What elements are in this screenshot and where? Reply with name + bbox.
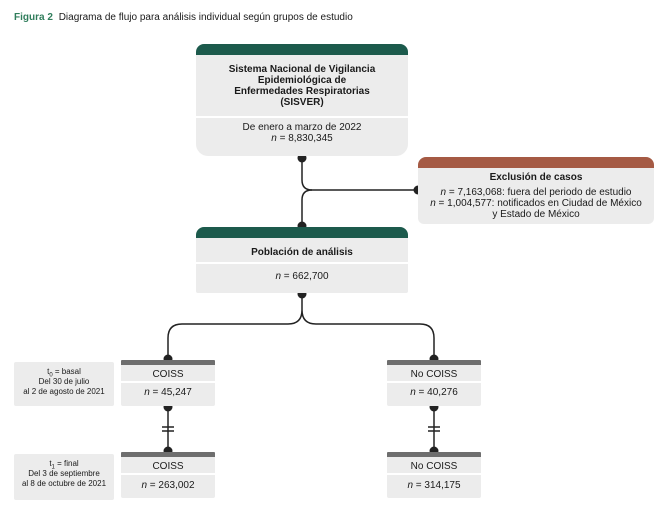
- sisver-header-bar: [196, 44, 408, 55]
- sisver-box: Sistema Nacional de Vigilancia Epidemiol…: [196, 44, 408, 156]
- nocoiss-final-label: No COISS: [410, 461, 458, 472]
- period-final-start: Del 3 de septiembre: [28, 469, 100, 478]
- n-value: = 662,700: [281, 271, 329, 282]
- break-mark-coiss: [162, 426, 174, 432]
- population-title: Población de análisis: [251, 247, 353, 258]
- coiss-final-header-bar: [121, 452, 215, 457]
- t-label: = basal: [52, 367, 81, 376]
- population-divider: [196, 262, 408, 264]
- nocoiss-basal-header-bar: [387, 360, 481, 365]
- connector-dots: [163, 153, 439, 456]
- sisver-title-line: Enfermedades Respiratorias: [234, 86, 370, 97]
- exclusion-text: = 7,163,068: fuera del periodo de estudi…: [446, 187, 632, 198]
- period-basal-start: Del 30 de julio: [38, 377, 90, 386]
- coiss-final-count: n = 263,002: [121, 480, 215, 491]
- t-subscript: 1: [51, 464, 55, 471]
- coiss-basal-divider: [121, 381, 215, 383]
- t-symbol: t: [47, 367, 50, 376]
- coiss-basal-label: COISS: [152, 369, 184, 380]
- exclusion-text: y Estado de México: [492, 209, 580, 220]
- coiss-final-box: COISS n = 263,002: [121, 452, 215, 498]
- n-symbol: n: [410, 387, 416, 398]
- period-basal-box: t0 = basal Del 30 de julio al 2 de agost…: [14, 362, 114, 406]
- exclusion-box: Exclusión de casos n = 7,163,068: fuera …: [418, 157, 654, 224]
- exclusion-line: n = 1,004,577: notificados en Ciudad de …: [418, 198, 654, 209]
- period-final-time: t1 = final: [14, 459, 114, 471]
- nocoiss-final-header-bar: [387, 452, 481, 457]
- period-final-end: al 8 de octubre de 2021: [21, 479, 107, 488]
- n-symbol: n: [141, 480, 147, 491]
- figure-caption: Figura 2 Diagrama de flujo para análisis…: [14, 12, 353, 23]
- exclusion-text: = 1,004,577: notificados en Ciudad de Mé…: [435, 198, 642, 209]
- t-symbol: t: [49, 459, 52, 468]
- period-basal-end: al 2 de agosto de 2021: [23, 387, 105, 396]
- period-final-box: t1 = final Del 3 de septiembre al 8 de o…: [14, 454, 114, 500]
- connector-merge-population: [301, 189, 313, 227]
- n-value: = 40,276: [415, 387, 458, 398]
- sisver-title-line: Epidemiológica de: [257, 75, 347, 86]
- coiss-basal-header-bar: [121, 360, 215, 365]
- sisver-divider: [196, 116, 408, 118]
- population-header-bar: [196, 227, 408, 238]
- coiss-final-label: COISS: [152, 461, 184, 472]
- figure-title: Diagrama de flujo para análisis individu…: [58, 12, 353, 23]
- sisver-details: De enero a marzo de 2022 n = 8,830,345: [196, 122, 408, 144]
- sisver-period: De enero a marzo de 2022: [242, 122, 362, 133]
- nocoiss-basal-label: No COISS: [410, 369, 458, 380]
- nocoiss-basal-divider: [387, 381, 481, 383]
- period-basal-time: t0 = basal: [14, 367, 114, 379]
- n-value: = 263,002: [147, 480, 195, 491]
- nocoiss-basal-count: n = 40,276: [387, 387, 481, 398]
- coiss-final-divider: [121, 473, 215, 475]
- sisver-count: n = 8,830,345: [196, 133, 408, 144]
- nocoiss-final-count: n = 314,175: [387, 480, 481, 491]
- nocoiss-basal-box: No COISS n = 40,276: [387, 360, 481, 406]
- t-subscript: 0: [49, 372, 53, 379]
- n-symbol: n: [144, 387, 150, 398]
- n-symbol: n: [275, 271, 281, 282]
- n-symbol: n: [407, 480, 413, 491]
- figure-label: Figura 2: [14, 12, 53, 23]
- sisver-title-line: (SISVER): [280, 97, 324, 108]
- population-box: Población de análisis n = 662,700: [196, 227, 408, 293]
- exclusion-line: y Estado de México: [418, 209, 654, 220]
- n-symbol: n: [430, 198, 436, 209]
- connector-sisver-exclusion: [301, 157, 418, 191]
- t-label: = final: [54, 459, 79, 468]
- coiss-basal-count: n = 45,247: [121, 387, 215, 398]
- n-symbol: n: [440, 187, 447, 198]
- n-value: = 314,175: [413, 480, 461, 491]
- n-symbol: n: [271, 133, 277, 144]
- break-mark-nocoiss: [428, 426, 440, 432]
- n-value: = 8,830,345: [276, 133, 333, 144]
- population-count: n = 662,700: [196, 271, 408, 282]
- nocoiss-final-divider: [387, 473, 481, 475]
- exclusion-title: Exclusión de casos: [489, 172, 583, 183]
- exclusion-line: n = 7,163,068: fuera del periodo de estu…: [418, 187, 654, 198]
- connector-population-split: [167, 294, 435, 360]
- exclusion-details: n = 7,163,068: fuera del periodo de estu…: [418, 187, 654, 220]
- nocoiss-final-box: No COISS n = 314,175: [387, 452, 481, 498]
- sisver-title-line: Sistema Nacional de Vigilancia: [228, 64, 376, 75]
- coiss-basal-box: COISS n = 45,247: [121, 360, 215, 406]
- exclusion-header-bar: [418, 157, 654, 168]
- sisver-title: Sistema Nacional de Vigilancia Epidemiol…: [196, 64, 408, 108]
- n-value: = 45,247: [149, 387, 192, 398]
